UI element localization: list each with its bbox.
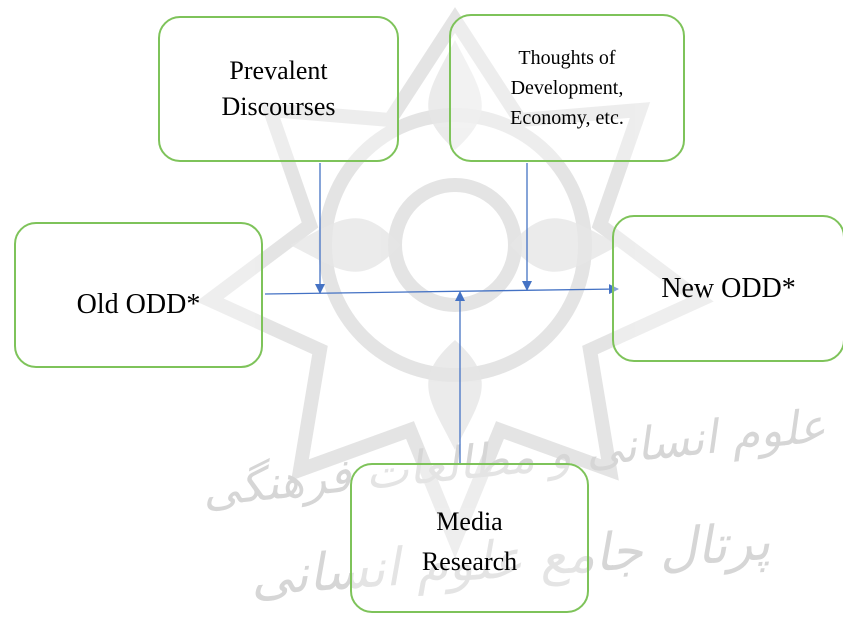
prevalent-discourses-line2: Discourses: [221, 92, 336, 121]
thoughts-line2: Development,: [510, 77, 624, 99]
node-new-odd: New ODD*: [612, 215, 843, 362]
prevalent-discourses-line1: Prevalent: [229, 56, 328, 85]
thoughts-line1: Thoughts of: [518, 47, 616, 69]
node-thoughts: Thoughts of Development, Economy, etc.: [449, 14, 685, 162]
old-odd-label: Old ODD*: [76, 289, 201, 320]
new-odd-label: New ODD*: [661, 272, 796, 304]
node-media-research: Media Research: [350, 463, 589, 613]
media-research-line2: Research: [421, 547, 518, 576]
thoughts-line3: Economy, etc.: [510, 107, 624, 129]
media-research-line1: Media: [436, 507, 503, 536]
node-prevalent-discourses: Prevalent Discourses: [158, 16, 399, 162]
node-old-odd: Old ODD*: [14, 222, 263, 368]
main-arrow: [264, 284, 619, 295]
